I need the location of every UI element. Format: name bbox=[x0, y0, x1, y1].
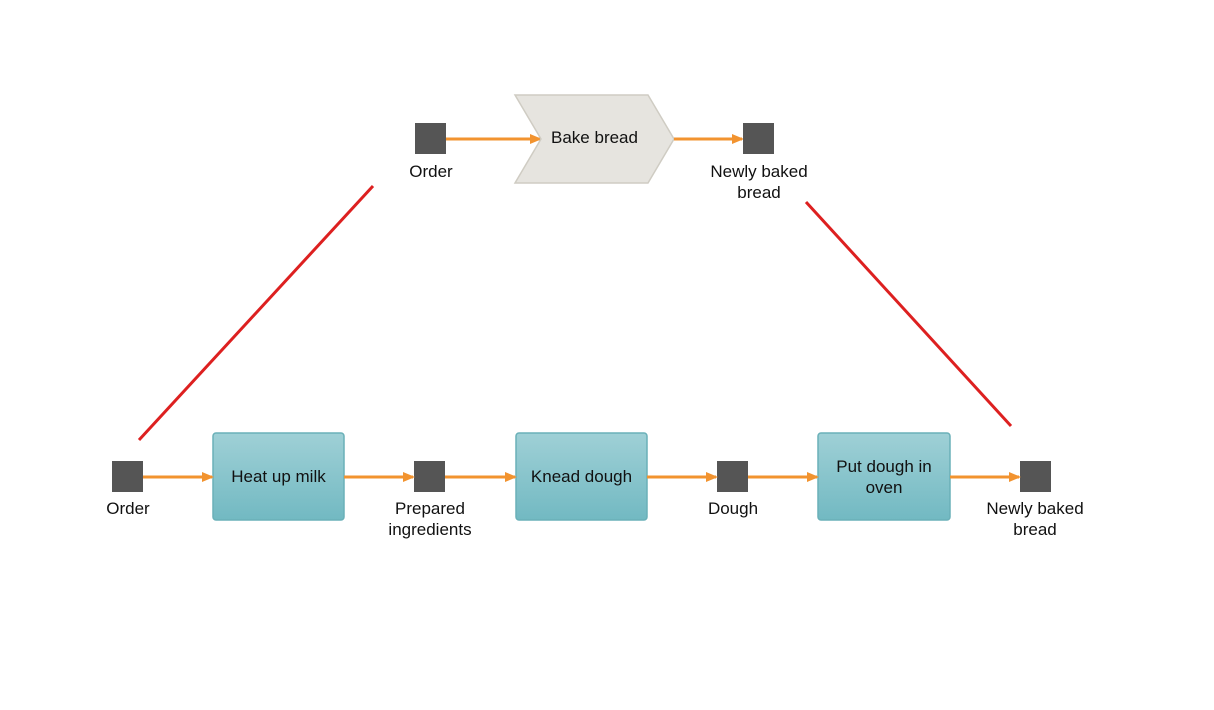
top-input-object-icon bbox=[415, 123, 446, 154]
bake-bread-label: Bake bread bbox=[551, 127, 638, 147]
dough-object-icon bbox=[717, 461, 748, 492]
newly-baked-bread-object-icon bbox=[1020, 461, 1051, 492]
prepared-ingredients-object-icon bbox=[414, 461, 445, 492]
prepared-ingredients-label: Prepared ingredients bbox=[388, 499, 472, 539]
knead-dough-label: Knead dough bbox=[530, 467, 633, 486]
connector-line-right bbox=[804, 200, 1013, 428]
heat-up-milk-label: Heat up milk bbox=[231, 467, 326, 486]
put-dough-in-oven-label: Put dough in oven bbox=[836, 456, 932, 497]
bake-bread-chevron bbox=[513, 94, 675, 184]
top-input-label: Order bbox=[409, 162, 453, 181]
order-label: Order bbox=[106, 499, 150, 518]
dough-label: Dough bbox=[707, 499, 759, 518]
top-output-label: Newly baked bread bbox=[710, 162, 808, 202]
connector-line-left bbox=[137, 184, 375, 442]
newly-baked-bread-label: Newly baked bread bbox=[986, 499, 1084, 539]
order-object-icon bbox=[112, 461, 143, 492]
top-output-object-icon bbox=[743, 123, 774, 154]
